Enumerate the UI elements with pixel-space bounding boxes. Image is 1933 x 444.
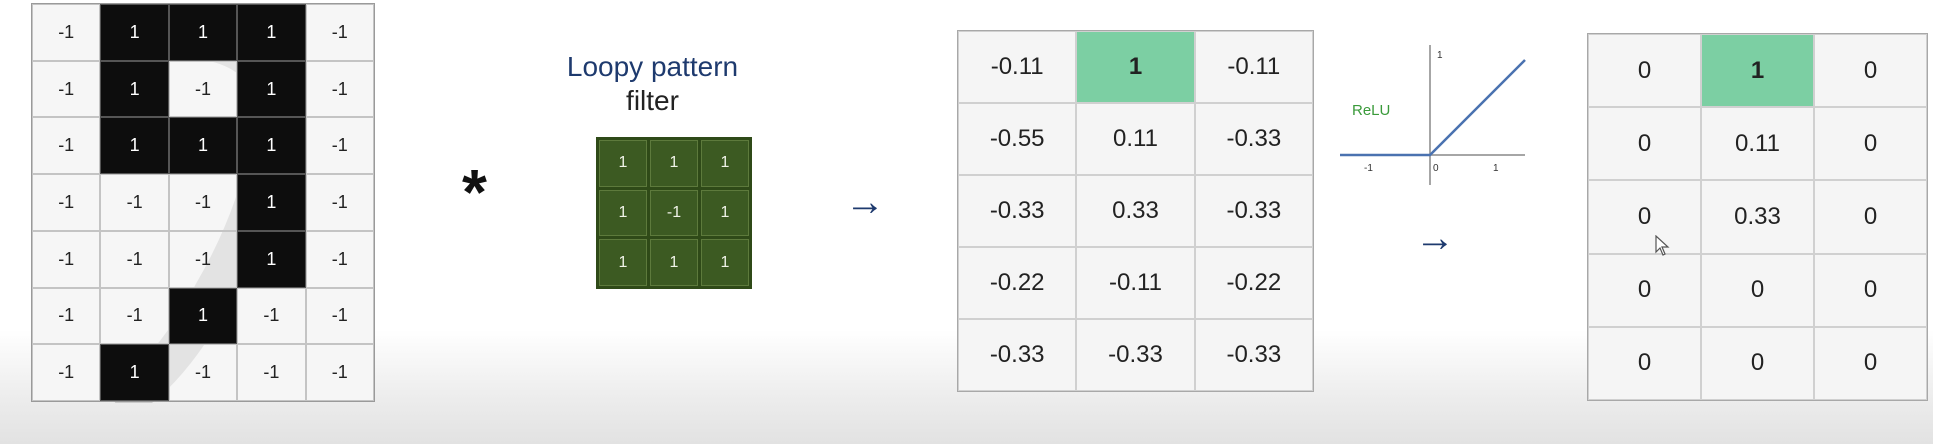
relu-output-cell: 0 bbox=[1701, 253, 1814, 327]
input-cell: -1 bbox=[237, 344, 306, 401]
filter-cell: 1 bbox=[701, 189, 749, 237]
input-cell: 1 bbox=[100, 60, 169, 118]
relu-graph: ReLU -1 0 1 1 bbox=[1340, 45, 1526, 185]
relu-output-cell: 0 bbox=[1588, 107, 1701, 181]
relu-output-cell: 0 bbox=[1814, 253, 1927, 327]
input-cell: -1 bbox=[32, 60, 101, 118]
input-cell: -1 bbox=[100, 174, 169, 231]
filter-cell: 1 bbox=[701, 239, 749, 286]
input-cell: 1 bbox=[168, 4, 238, 61]
relu-label: ReLU bbox=[1352, 102, 1390, 119]
feature-map-cell: -0.11 bbox=[958, 31, 1077, 103]
filter-cell: 1 bbox=[599, 239, 647, 286]
feature-map-cell: -0.22 bbox=[1194, 247, 1313, 319]
relu-output-cell: 0.11 bbox=[1701, 107, 1814, 181]
input-cell: 1 bbox=[237, 174, 306, 231]
relu-tick-x-pos: 1 bbox=[1493, 163, 1499, 174]
mouse-cursor-icon bbox=[1655, 235, 1670, 256]
feature-map-cell: -0.33 bbox=[1194, 319, 1313, 391]
filter-cell: 1 bbox=[650, 239, 698, 286]
feature-map-cell: -0.11 bbox=[1076, 247, 1195, 319]
feature-map-cell: 0.33 bbox=[1076, 175, 1195, 247]
relu-output-cell: 0 bbox=[1701, 326, 1814, 400]
arrow-right-icon: → bbox=[1415, 216, 1455, 260]
filter-cell: 1 bbox=[650, 140, 698, 187]
feature-map-cell: -0.11 bbox=[1194, 31, 1313, 103]
filter-cell: 1 bbox=[599, 189, 647, 237]
input-cell: -1 bbox=[32, 117, 101, 175]
input-cell: -1 bbox=[305, 4, 374, 61]
feature-map-cell: -0.33 bbox=[958, 175, 1077, 247]
input-cell: 1 bbox=[237, 60, 306, 118]
input-cell: -1 bbox=[305, 117, 374, 175]
feature-map-cell: -0.33 bbox=[1194, 175, 1313, 247]
relu-tick-x-neg: -1 bbox=[1364, 163, 1373, 174]
relu-output-cell: 0 bbox=[1814, 326, 1927, 400]
feature-map-cell: -0.55 bbox=[958, 103, 1077, 175]
input-cell: -1 bbox=[100, 287, 169, 345]
filter-cell: -1 bbox=[650, 189, 698, 237]
input-cell: -1 bbox=[237, 287, 306, 345]
input-cell: -1 bbox=[305, 60, 374, 118]
input-cell: -1 bbox=[305, 174, 374, 231]
relu-output-cell: 0 bbox=[1588, 34, 1701, 108]
feature-map-cell: -0.33 bbox=[1076, 319, 1195, 391]
relu-output-cell: 0 bbox=[1814, 34, 1927, 108]
relu-output-cell: 0 bbox=[1814, 107, 1927, 181]
filter-cell: 1 bbox=[599, 140, 647, 187]
input-cell: -1 bbox=[168, 230, 238, 288]
feature-map-cell: -0.22 bbox=[958, 247, 1077, 319]
input-cell: 1 bbox=[168, 117, 238, 175]
relu-output-cell: 0 bbox=[1588, 180, 1701, 254]
input-cell: -1 bbox=[305, 230, 374, 288]
feature-map-cell: 0.11 bbox=[1076, 103, 1195, 175]
feature-map-cell: -0.33 bbox=[958, 319, 1077, 391]
input-cell: -1 bbox=[100, 230, 169, 288]
arrow-right-icon: → bbox=[845, 180, 885, 224]
input-cell: 1 bbox=[100, 344, 169, 401]
input-cell: -1 bbox=[168, 174, 238, 231]
input-cell: -1 bbox=[168, 60, 238, 118]
input-cell: -1 bbox=[305, 344, 374, 401]
feature-map-cell: 1 bbox=[1076, 31, 1195, 103]
filter-title: Loopy pattern filter bbox=[540, 50, 765, 118]
relu-tick-x-zero: 0 bbox=[1433, 163, 1439, 174]
input-cell: 1 bbox=[100, 117, 169, 175]
input-cell: -1 bbox=[32, 287, 101, 345]
input-cell: 1 bbox=[237, 230, 306, 288]
relu-output-cell: 1 bbox=[1701, 34, 1814, 108]
relu-output-cell: 0 bbox=[1588, 253, 1701, 327]
filter-cell: 1 bbox=[701, 140, 749, 187]
relu-tick-y-pos: 1 bbox=[1437, 50, 1443, 61]
input-cell: -1 bbox=[32, 4, 101, 61]
filter-title-line1: Loopy pattern bbox=[566, 51, 739, 82]
relu-output-cell: 0 bbox=[1814, 180, 1927, 254]
input-cell: 1 bbox=[237, 117, 306, 175]
convolution-operator: * bbox=[462, 156, 487, 228]
input-cell: 1 bbox=[168, 287, 238, 345]
relu-curve bbox=[1340, 59, 1526, 157]
relu-output-cell: 0.33 bbox=[1701, 180, 1814, 254]
input-cell: -1 bbox=[305, 287, 374, 345]
feature-map-cell: -0.33 bbox=[1194, 103, 1313, 175]
input-cell: -1 bbox=[32, 230, 101, 288]
input-cell: -1 bbox=[168, 344, 238, 401]
relu-output-cell: 0 bbox=[1588, 326, 1701, 400]
input-cell: 1 bbox=[237, 4, 306, 61]
input-cell: -1 bbox=[32, 174, 101, 231]
filter-title-line2: filter bbox=[626, 85, 679, 116]
input-cell: 1 bbox=[100, 4, 169, 61]
input-cell: -1 bbox=[32, 344, 101, 401]
